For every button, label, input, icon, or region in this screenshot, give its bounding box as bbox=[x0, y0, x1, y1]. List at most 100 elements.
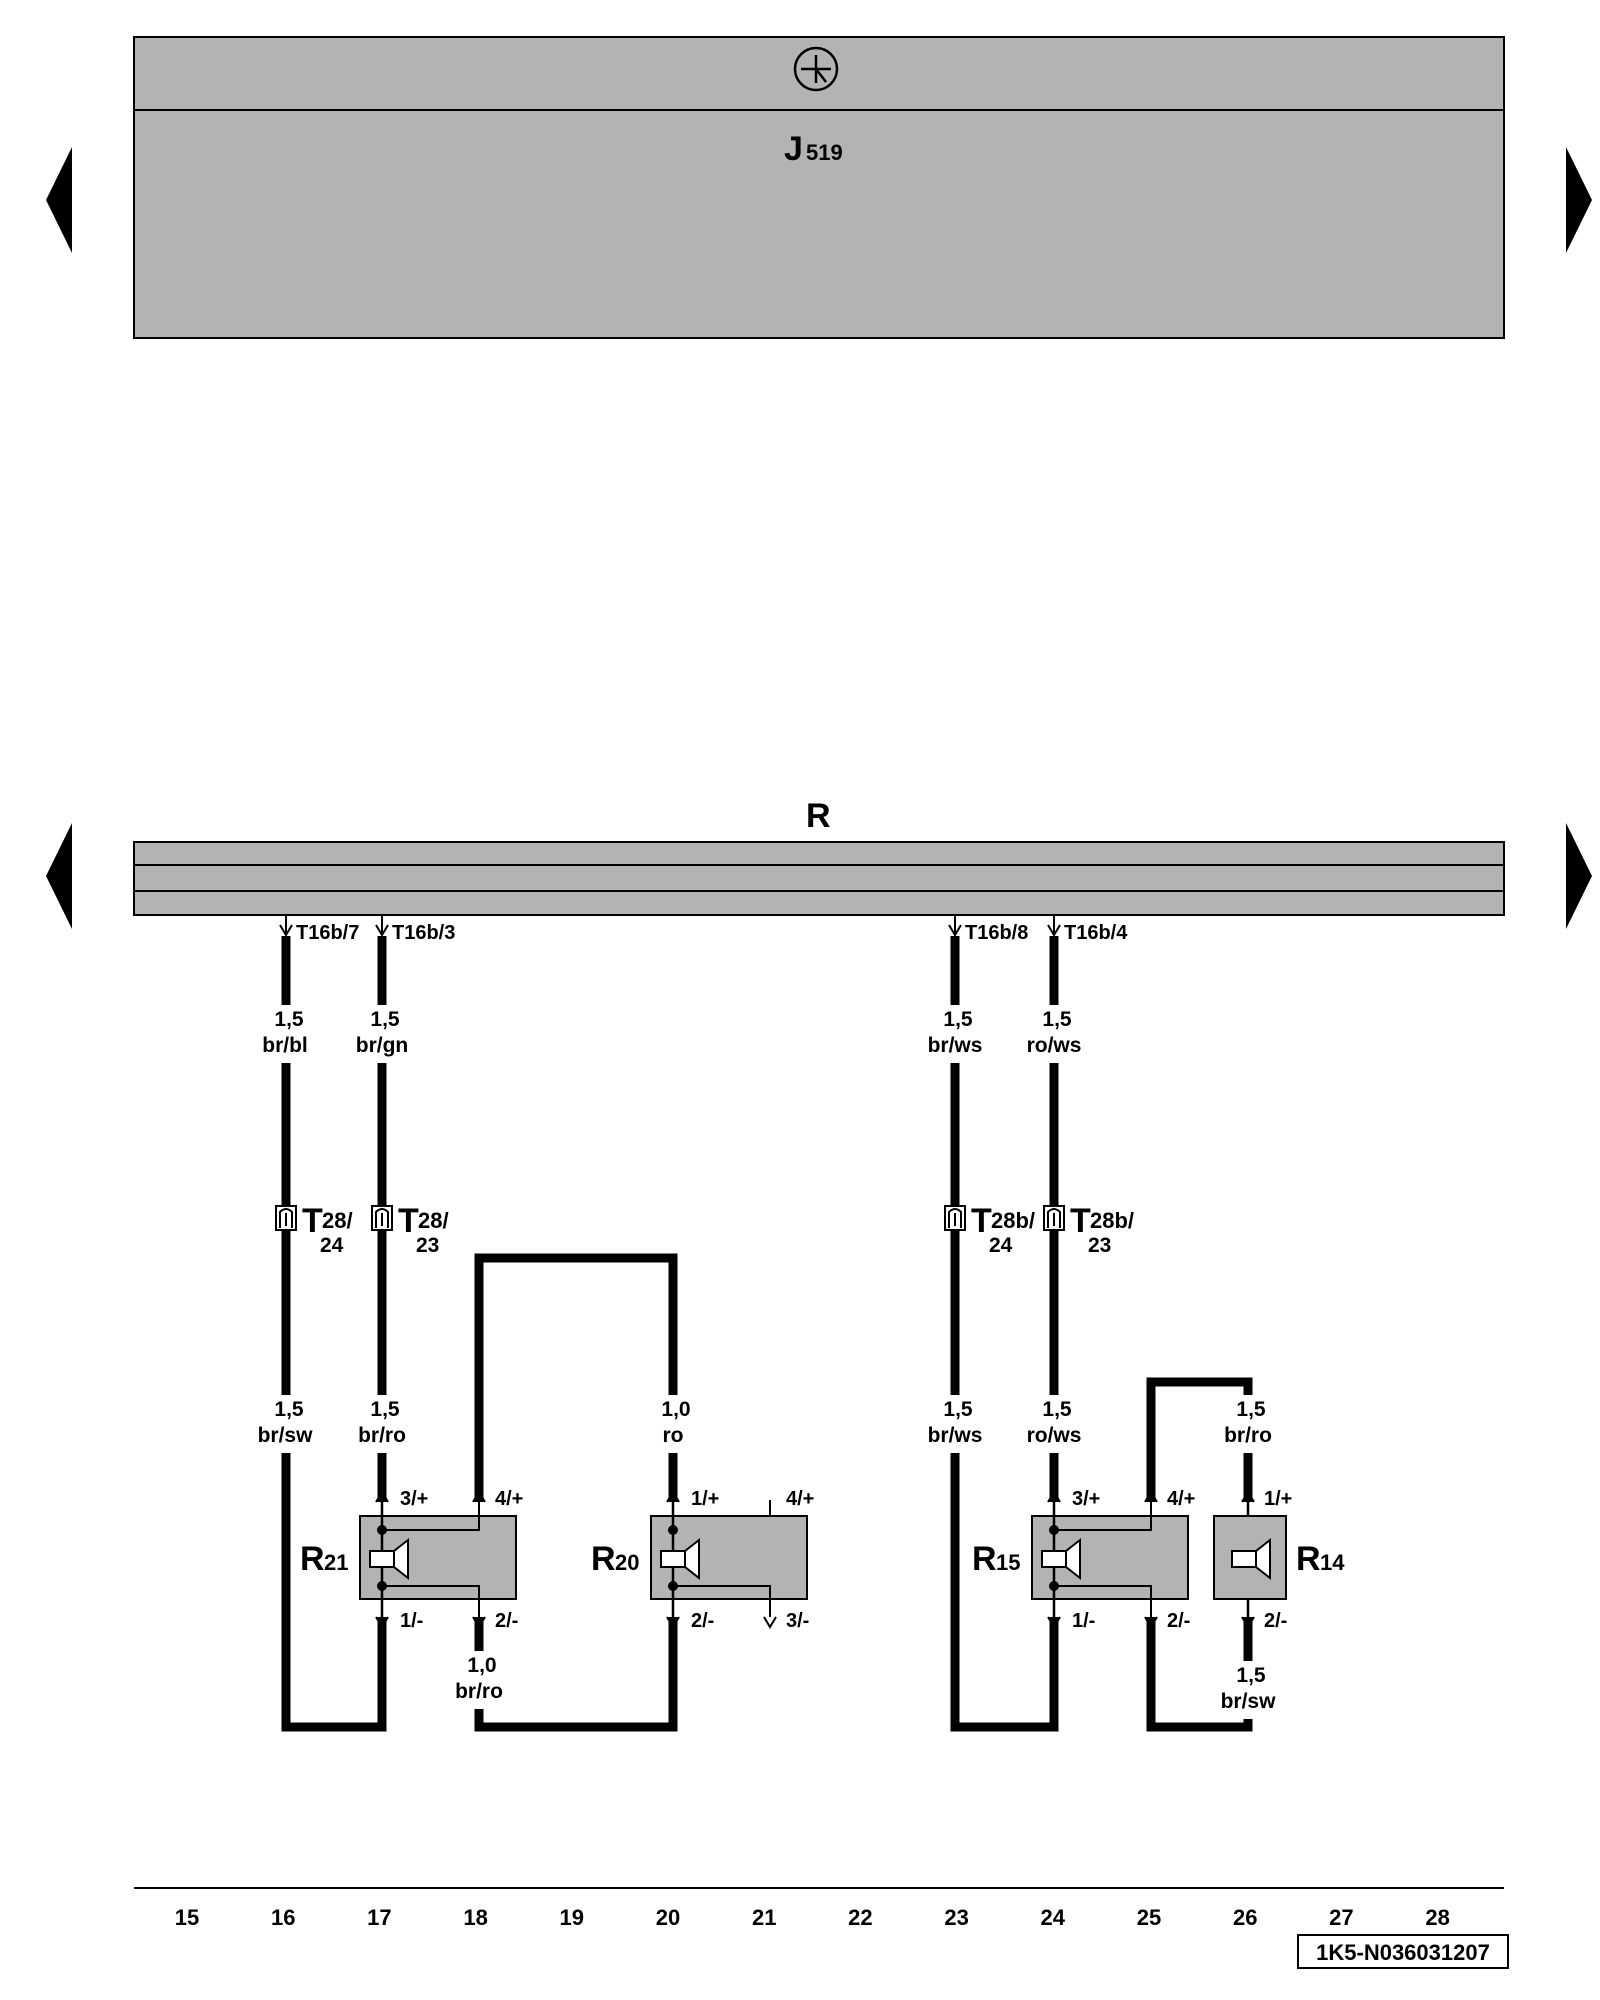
wire-paths bbox=[281, 936, 1253, 1732]
column-number: 19 bbox=[560, 1905, 584, 1930]
speaker-icon bbox=[660, 1537, 700, 1581]
speaker-label-sub: 20 bbox=[615, 1550, 639, 1575]
wire-color: br/ws bbox=[928, 1034, 983, 1057]
speaker-r20: R 20 1/+ 4/+ 2/- 3/- bbox=[591, 1488, 814, 1632]
wire-color: ro/ws bbox=[1027, 1034, 1082, 1057]
pin-label: 4/+ bbox=[1167, 1488, 1195, 1510]
column-number: 21 bbox=[752, 1905, 776, 1930]
pin-arrow-icon bbox=[279, 915, 293, 937]
radio-unit-r: R bbox=[133, 797, 1505, 916]
pin-label: 1/+ bbox=[1264, 1488, 1292, 1510]
wire-color: br/sw bbox=[258, 1424, 314, 1447]
column-number: 23 bbox=[944, 1905, 968, 1930]
connector-label-bottom: 24 bbox=[989, 1234, 1013, 1257]
pin-label: 2/- bbox=[691, 1610, 714, 1632]
previous-page-arrow-icon[interactable] bbox=[46, 147, 72, 253]
previous-section-arrow-icon[interactable] bbox=[46, 823, 72, 929]
speaker-label: R bbox=[300, 1540, 325, 1578]
pin-label: 1/+ bbox=[691, 1488, 719, 1510]
label-backgrounds bbox=[250, 1005, 1284, 1719]
terminal-arrows bbox=[375, 1490, 1255, 1629]
wire-gauge: 1,5 bbox=[370, 1398, 400, 1421]
connector-icon bbox=[275, 1205, 297, 1231]
next-section-arrow-icon[interactable] bbox=[1566, 823, 1592, 929]
control-unit-j519: J 519 bbox=[133, 36, 1505, 339]
speaker-icon bbox=[369, 1537, 409, 1581]
wire-gauge: 1,5 bbox=[1236, 1398, 1266, 1421]
next-page-arrow-icon[interactable] bbox=[1566, 147, 1592, 253]
connector-label-bottom: 23 bbox=[416, 1234, 439, 1257]
inline-connectors: T 28/ 24 T 28/ 23 T 28b/ 24 T 28b/ 23 bbox=[275, 1202, 1134, 1257]
control-unit-label-sub: 519 bbox=[806, 140, 843, 165]
connector-icon bbox=[371, 1205, 393, 1231]
wire-gauge: 1,0 bbox=[661, 1398, 690, 1421]
pin-label: 4/+ bbox=[495, 1488, 523, 1510]
lower-wire-labels: 1,5 br/sw 1,5 br/ro 1,0 ro 1,5 br/ws 1,5… bbox=[258, 1398, 1277, 1713]
connector-label-bottom: 24 bbox=[320, 1234, 344, 1257]
column-number: 27 bbox=[1329, 1905, 1353, 1930]
pin-arrow-icon bbox=[948, 915, 962, 937]
column-number: 17 bbox=[367, 1905, 391, 1930]
wire-color: br/ro bbox=[1224, 1424, 1272, 1447]
wire-color: ro bbox=[663, 1424, 684, 1447]
pin-label: 3/- bbox=[786, 1610, 809, 1632]
control-unit-label: J bbox=[784, 130, 803, 168]
connector-label-bottom: 23 bbox=[1088, 1234, 1111, 1257]
radio-label: R bbox=[806, 797, 831, 835]
connector-icon bbox=[944, 1205, 966, 1231]
pin-label: 2/- bbox=[495, 1610, 518, 1632]
ground-symbol-icon bbox=[793, 46, 839, 92]
wire-color: br/sw bbox=[1221, 1690, 1277, 1713]
speaker-label: R bbox=[591, 1540, 616, 1578]
wire-color: ro/ws bbox=[1027, 1424, 1082, 1447]
connector-label-top: 28/ bbox=[418, 1208, 449, 1233]
connector-label-top: 28b/ bbox=[991, 1208, 1035, 1233]
wire-gauge: 1,5 bbox=[274, 1008, 304, 1031]
connector-label-top: 28/ bbox=[322, 1208, 353, 1233]
connector-label: T bbox=[398, 1202, 419, 1240]
wire-color: br/gn bbox=[356, 1034, 409, 1057]
column-number: 25 bbox=[1137, 1905, 1161, 1930]
speaker-icon bbox=[1231, 1537, 1271, 1581]
column-number: 18 bbox=[463, 1905, 487, 1930]
upper-wire-labels: 1,5 br/bl 1,5 br/gn 1,5 br/ws 1,5 ro/ws bbox=[262, 1008, 1081, 1057]
speaker-label-sub: 15 bbox=[996, 1550, 1020, 1575]
pin-label: 1/- bbox=[1072, 1610, 1095, 1632]
pin-label: 3/+ bbox=[400, 1488, 428, 1510]
speaker-label: R bbox=[972, 1540, 997, 1578]
speaker-r14: R 14 1/+ 2/- bbox=[1213, 1488, 1345, 1632]
wire-color: br/ws bbox=[928, 1424, 983, 1447]
wire-gauge: 1,5 bbox=[274, 1398, 304, 1421]
document-code: 1K5-N036031207 bbox=[1297, 1934, 1509, 1969]
bus-pins: T16b/7 T16b/3 T16b/8 T16b/4 bbox=[279, 915, 1128, 944]
speaker-label-sub: 21 bbox=[324, 1550, 348, 1575]
pin-label: 1/- bbox=[400, 1610, 423, 1632]
connector-label-top: 28b/ bbox=[1090, 1208, 1134, 1233]
pin-label: 2/- bbox=[1264, 1610, 1287, 1632]
pin-label: T16b/4 bbox=[1064, 922, 1128, 944]
pin-arrow-icon bbox=[1047, 915, 1061, 937]
column-number: 15 bbox=[175, 1905, 199, 1930]
document-code-label: 1K5-N036031207 bbox=[1316, 1940, 1490, 1965]
wire-gauge: 1,5 bbox=[943, 1398, 973, 1421]
speaker-icon bbox=[1041, 1537, 1081, 1581]
speaker-r21: R 21 3/+ 4/+ 1/- 2/- bbox=[300, 1488, 523, 1632]
wire-color: br/ro bbox=[455, 1680, 503, 1703]
wire-gauge: 1,0 bbox=[467, 1654, 496, 1677]
pin-label: 3/+ bbox=[1072, 1488, 1100, 1510]
wire-gauge: 1,5 bbox=[1042, 1008, 1072, 1031]
pin-arrow-icon bbox=[375, 915, 389, 937]
wire-gauge: 1,5 bbox=[1236, 1664, 1266, 1687]
pin-label: T16b/3 bbox=[392, 922, 455, 944]
wire-color: br/bl bbox=[262, 1034, 308, 1057]
column-number: 20 bbox=[656, 1905, 680, 1930]
column-number: 26 bbox=[1233, 1905, 1257, 1930]
speaker-r15: R 15 3/+ 4/+ 1/- 2/- bbox=[972, 1488, 1195, 1632]
connector-label: T bbox=[1070, 1202, 1091, 1240]
column-number: 22 bbox=[848, 1905, 872, 1930]
speaker-label: R bbox=[1296, 1540, 1321, 1578]
wire-gauge: 1,5 bbox=[1042, 1398, 1072, 1421]
speaker-label-sub: 14 bbox=[1320, 1550, 1345, 1575]
